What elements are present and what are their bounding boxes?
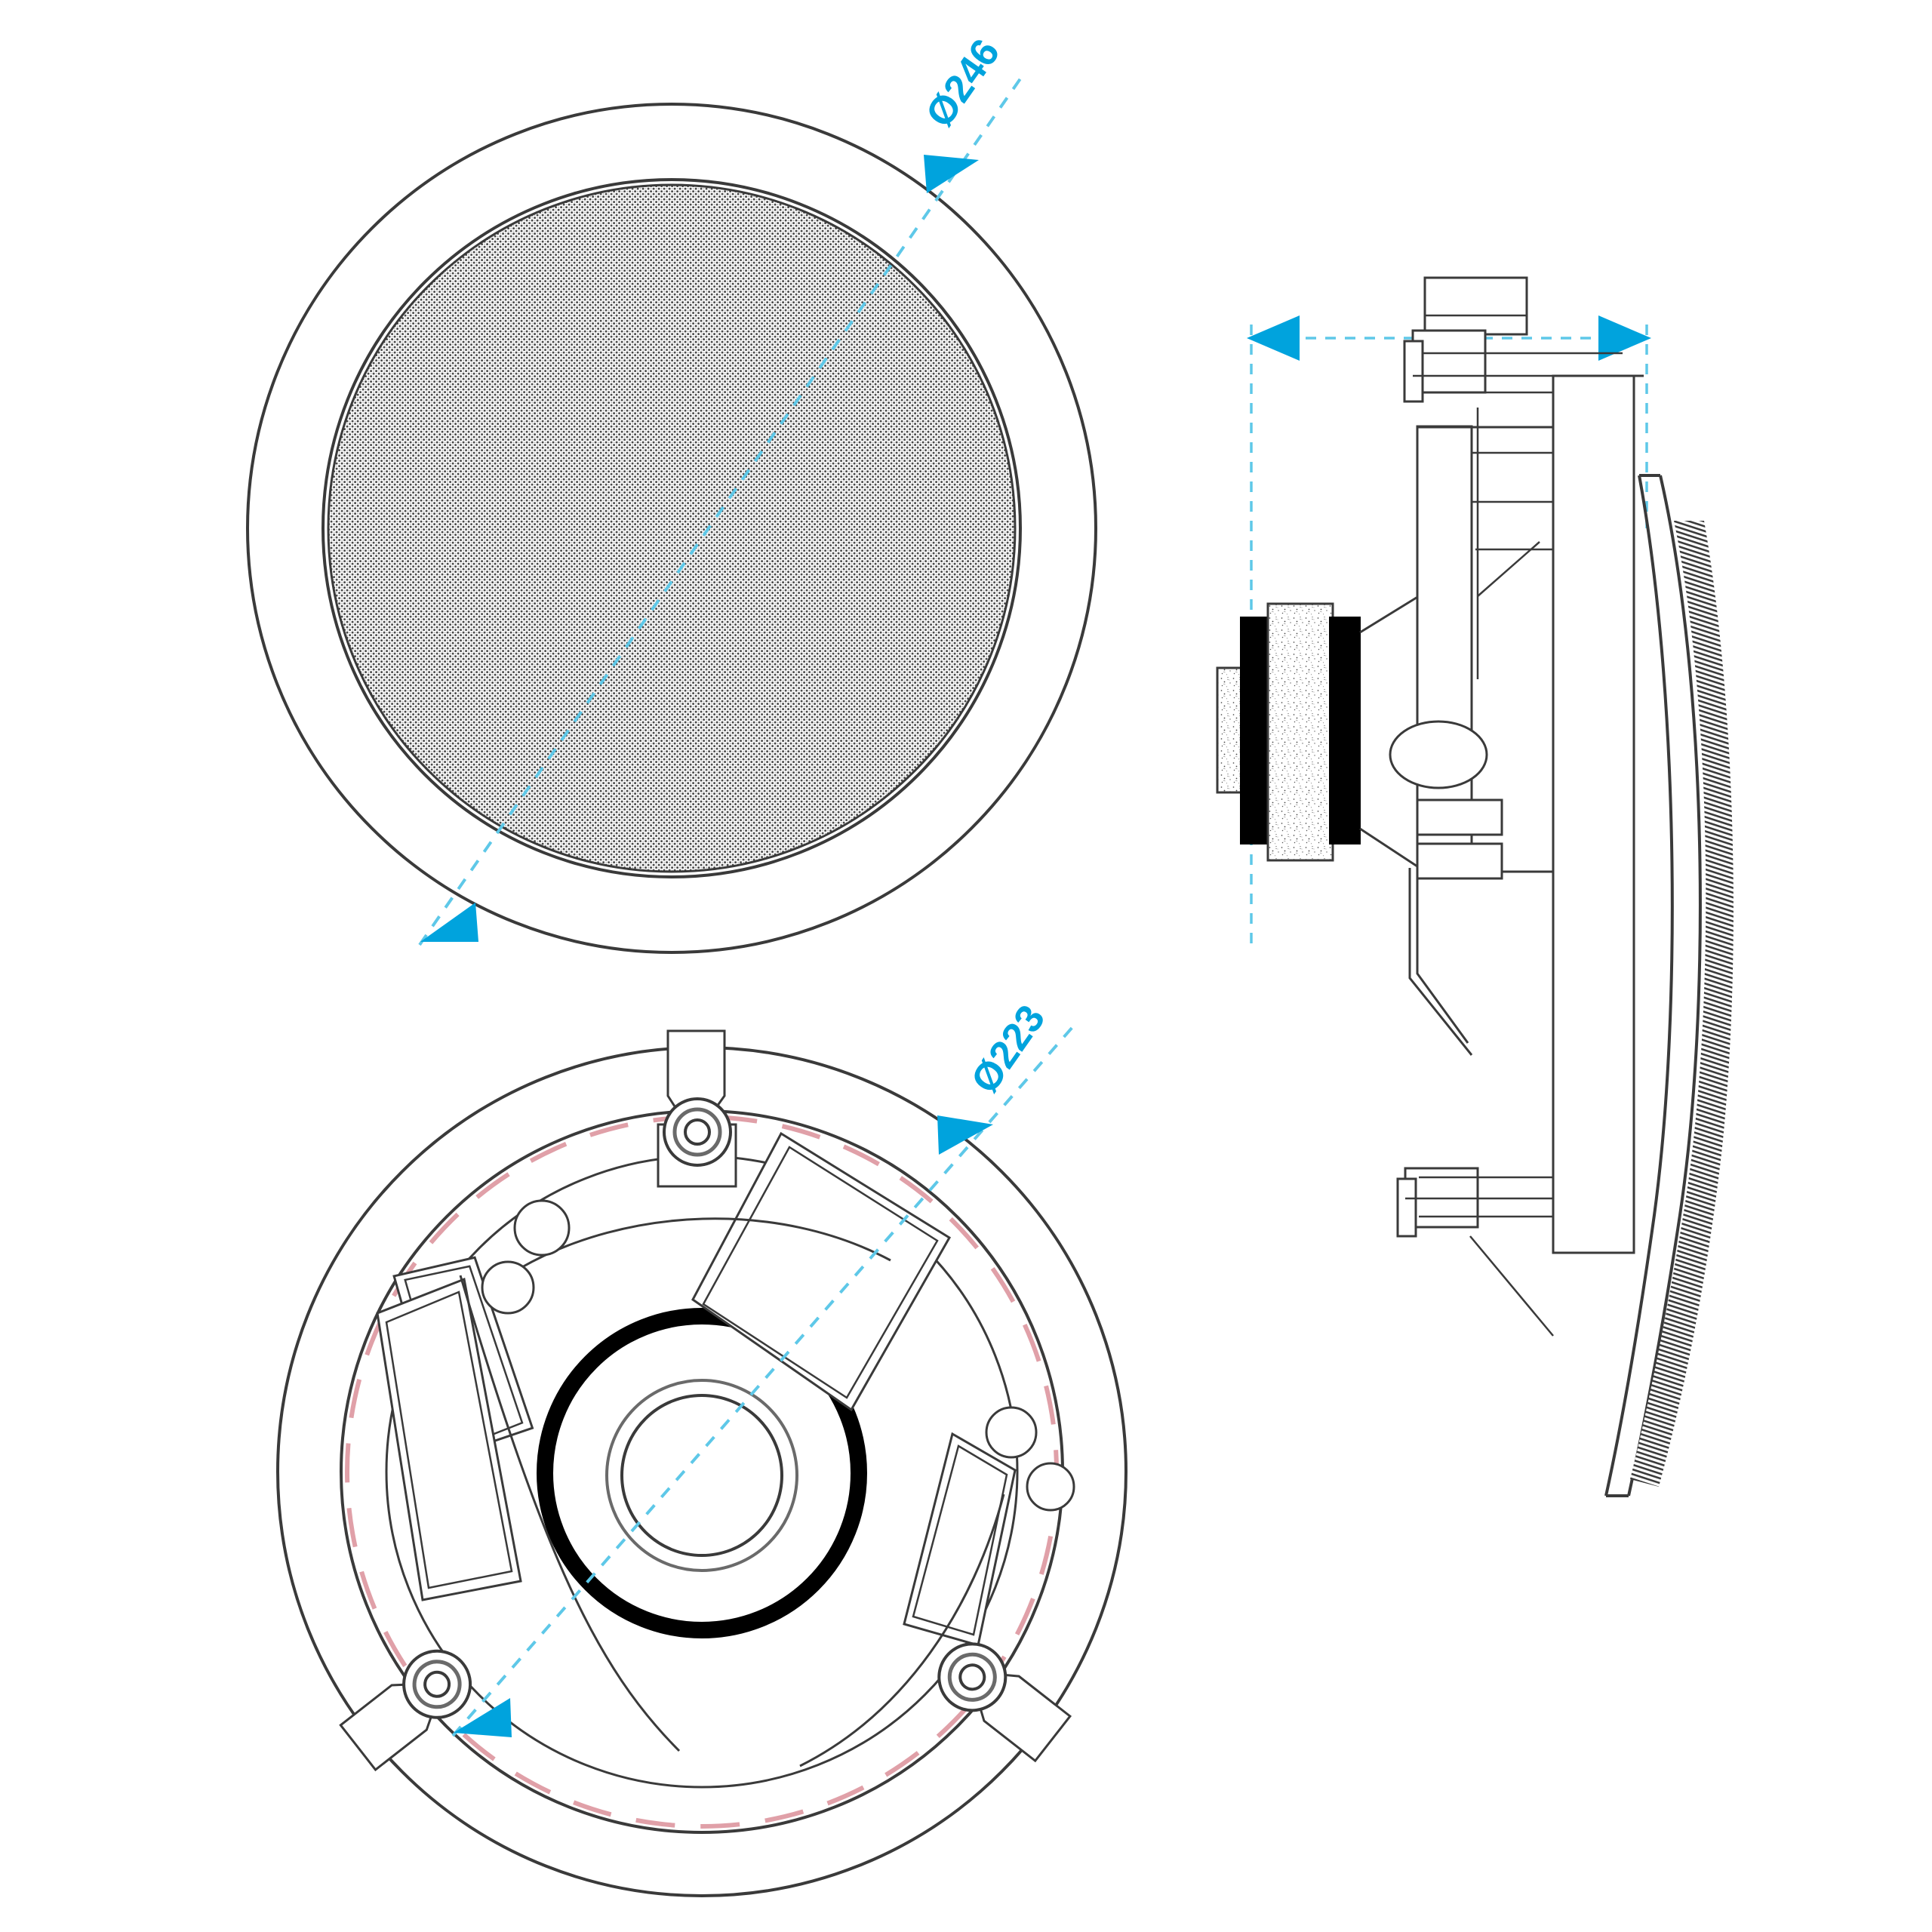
- rear-hole-3: [985, 1406, 1038, 1459]
- rear-bracket-left-inner: [385, 1291, 513, 1589]
- dim-depth-arrow-left: [1247, 315, 1300, 361]
- rear-clamp-top: [657, 1029, 737, 1188]
- rear-bracket-left: [376, 1277, 522, 1601]
- side-terminal-box: [1423, 276, 1528, 336]
- rear-clamp-lower-left-screw-inner: [423, 1670, 451, 1698]
- dim-outer-diameter-leader: [418, 74, 1024, 946]
- rear-clamp-lower-right: [937, 1642, 1072, 1763]
- rear-magnet-outer-ring: [537, 1308, 867, 1638]
- front-view-grille: Ø246: [246, 32, 1097, 954]
- rear-hole-2: [481, 1260, 535, 1315]
- front-grille-outline: [327, 183, 1017, 873]
- dim-outer-diameter-arrow-upper: [924, 155, 979, 193]
- side-grille-outer-profile: [1627, 475, 1702, 1497]
- dim-cutout-diameter-arrow-upper: [937, 1115, 993, 1155]
- rear-view-chassis: Ø223: [276, 998, 1128, 1897]
- side-magnet-ring-right: [1329, 617, 1361, 844]
- side-rib-diagonal: [1477, 541, 1540, 597]
- rear-bracket-upper-right-inner: [702, 1146, 939, 1399]
- side-lower-plate-2: [1416, 842, 1503, 880]
- rear-bracket-lower-right-inner: [912, 1444, 1008, 1636]
- side-basket-lower-slope: [1416, 869, 1469, 1044]
- rear-web-curve-1: [520, 1217, 891, 1269]
- rear-hole-4: [1026, 1462, 1075, 1512]
- rear-web-curve-3: [799, 1494, 1005, 1767]
- side-lower-clamp-tab: [1396, 1177, 1417, 1238]
- side-cone-lower-line: [1359, 827, 1418, 868]
- dim-cutout-diameter-label: Ø223: [963, 998, 1054, 1101]
- side-lower-plate-1: [1416, 798, 1503, 836]
- rear-clamp-lower-left: [339, 1649, 472, 1772]
- dim-outer-diameter-label: Ø246: [918, 32, 1008, 135]
- side-grille-mesh-band: [1630, 521, 1734, 1487]
- side-upper-clamp-tab: [1403, 340, 1424, 403]
- side-basket-lower-slope-2: [1408, 868, 1473, 1056]
- rear-pole-ring-inner: [620, 1394, 783, 1557]
- side-section-view: 97: [1216, 276, 1734, 1497]
- front-perforated-grille-mesh: [328, 185, 1015, 872]
- side-voice-coil-ellipse: [1389, 720, 1488, 789]
- rear-clamp-top-screw-inner: [684, 1118, 711, 1146]
- side-cone-upper-line: [1359, 595, 1420, 634]
- rear-clamp-lower-right-screw-inner: [958, 1663, 986, 1691]
- dim-depth-arrow-right: [1598, 315, 1651, 361]
- dim-cutout-diameter-arrow-lower: [454, 1698, 512, 1737]
- rear-bracket-upper-right: [691, 1131, 952, 1412]
- side-flange-plate: [1552, 374, 1635, 1254]
- side-grille-inner-profile: [1604, 475, 1674, 1497]
- dim-outer-diameter-arrow-lower: [420, 903, 478, 942]
- side-upper-clamp-body: [1411, 329, 1487, 394]
- side-magnet-core: [1266, 602, 1334, 862]
- rear-web-curve-2: [459, 1275, 681, 1752]
- rear-hole-1: [513, 1199, 571, 1257]
- side-lower-clamp-diagonal: [1469, 1235, 1554, 1337]
- side-magnet-ring-left: [1240, 617, 1272, 844]
